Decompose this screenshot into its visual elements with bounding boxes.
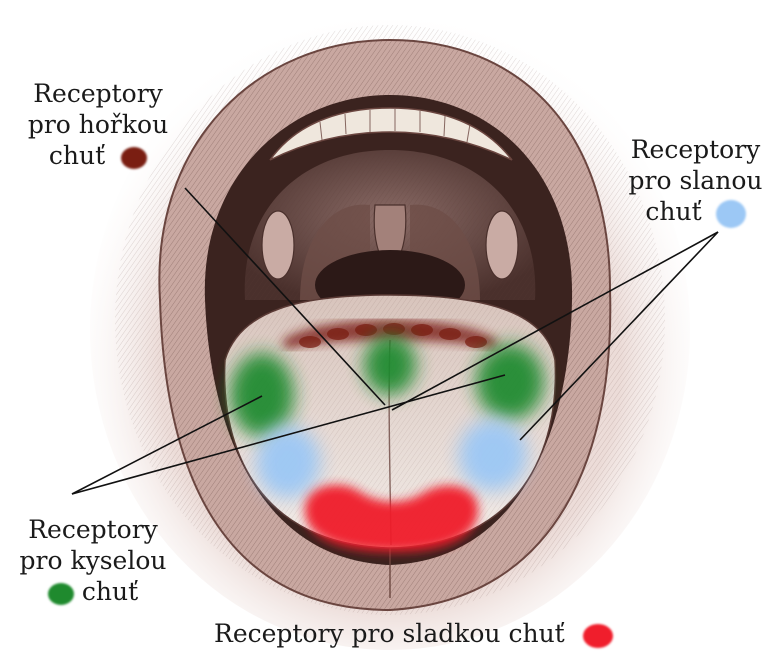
salty-label: Receptory pro slanou chuť	[618, 134, 773, 228]
bitter-label-line1: Receptory	[18, 78, 178, 109]
sour-label-line2: pro kyselou	[8, 545, 178, 576]
salty-label-line1: Receptory	[618, 134, 773, 165]
bitter-label-line2: pro hořkou	[18, 109, 178, 140]
sour-label: Receptory pro kyselou chuť	[8, 514, 178, 607]
sweet-label: Receptory pro sladkou chuť	[214, 618, 613, 649]
sweet-color-swatch	[583, 624, 613, 648]
sweet-label-text: Receptory pro sladkou chuť	[214, 619, 565, 648]
bitter-label: Receptory pro hořkou chuť	[18, 78, 178, 171]
salty-label-line2: pro slanou	[618, 165, 773, 196]
salty-color-swatch	[716, 200, 746, 228]
salty-label-line3: chuť	[645, 197, 701, 226]
bitter-color-swatch	[121, 147, 147, 169]
sour-color-swatch	[48, 583, 74, 605]
sour-label-line1: Receptory	[8, 514, 178, 545]
sour-label-line3: chuť	[82, 577, 138, 606]
bitter-label-line3: chuť	[49, 141, 105, 170]
